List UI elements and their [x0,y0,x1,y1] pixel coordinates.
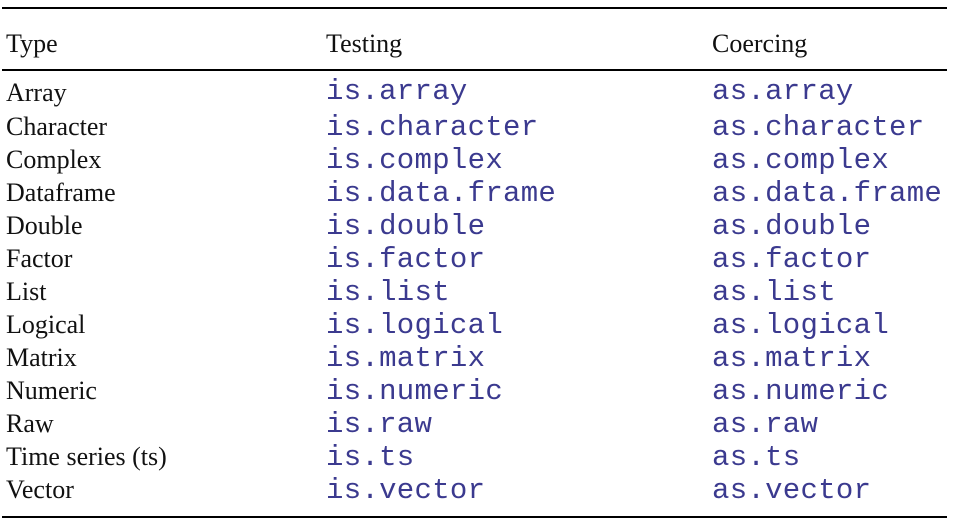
type-cell: List [6,277,47,306]
type-cell: Time series (ts) [6,442,167,471]
testing-function-cell: is.numeric [326,374,504,408]
header-rule [2,69,947,71]
table-row: Complex is.complex as.complex [2,144,947,177]
table-row: List is.list as.list [2,276,947,309]
type-cell: Vector [6,475,74,504]
type-cell: Character [6,112,108,141]
testing-function-cell: is.data.frame [326,176,557,210]
header-row: Type Testing Coercing [2,9,947,59]
coercing-function-cell: as.matrix [712,341,872,375]
table-row: Array is.array as.array [2,71,947,111]
header-type: Type [6,29,58,58]
testing-function-cell: is.factor [326,242,486,276]
testing-function-cell: is.character [326,110,539,144]
coercing-function-cell: as.array [712,74,854,108]
testing-function-cell: is.list [326,275,450,309]
table-row: Dataframe is.data.frame as.data.frame [2,177,947,210]
testing-function-cell: is.complex [326,143,504,177]
type-cell: Factor [6,244,73,273]
type-cell: Numeric [6,376,97,405]
testing-function-cell: is.vector [326,473,486,507]
coercing-function-cell: as.list [712,275,836,309]
table-row: Character is.character as.character [2,111,947,144]
table-row: Time series (ts) is.ts as.ts [2,441,947,474]
table-row: Double is.double as.double [2,210,947,243]
header-testing: Testing [326,29,403,58]
coercing-function-cell: as.double [712,209,872,243]
coercing-function-cell: as.character [712,110,925,144]
coercing-function-cell: as.ts [712,440,801,474]
coercing-function-cell: as.raw [712,407,819,441]
coercing-function-cell: as.data.frame [712,176,943,210]
testing-function-cell: is.ts [326,440,415,474]
testing-function-cell: is.array [326,74,468,108]
type-cell: Dataframe [6,178,116,207]
table-row: Numeric is.numeric as.numeric [2,375,947,408]
coercing-function-cell: as.logical [712,308,890,342]
coercing-function-cell: as.factor [712,242,872,276]
type-cell: Matrix [6,343,77,372]
coercing-function-cell: as.vector [712,473,872,507]
table-row: Logical is.logical as.logical [2,309,947,342]
table-row: Vector is.vector as.vector [2,474,947,507]
table-row: Factor is.factor as.factor [2,243,947,276]
type-cell: Array [6,77,67,107]
type-cell: Logical [6,310,86,339]
table: Type Testing Coercing [2,9,947,59]
coercing-function-cell: as.complex [712,143,890,177]
table-row: Matrix is.matrix as.matrix [2,342,947,375]
coercing-function-cell: as.numeric [712,374,890,408]
testing-function-cell: is.double [326,209,486,243]
header-coercing: Coercing [712,29,808,58]
bottom-rule [2,515,947,518]
type-cell: Complex [6,145,102,174]
testing-function-cell: is.matrix [326,341,486,375]
testing-function-cell: is.raw [326,407,433,441]
table-header: Type Testing Coercing [2,9,947,59]
type-cell: Double [6,211,83,240]
table-row: Raw is.raw as.raw [2,408,947,441]
top-rule [2,7,947,9]
type-cell: Raw [6,409,54,438]
testing-function-cell: is.logical [326,308,504,342]
